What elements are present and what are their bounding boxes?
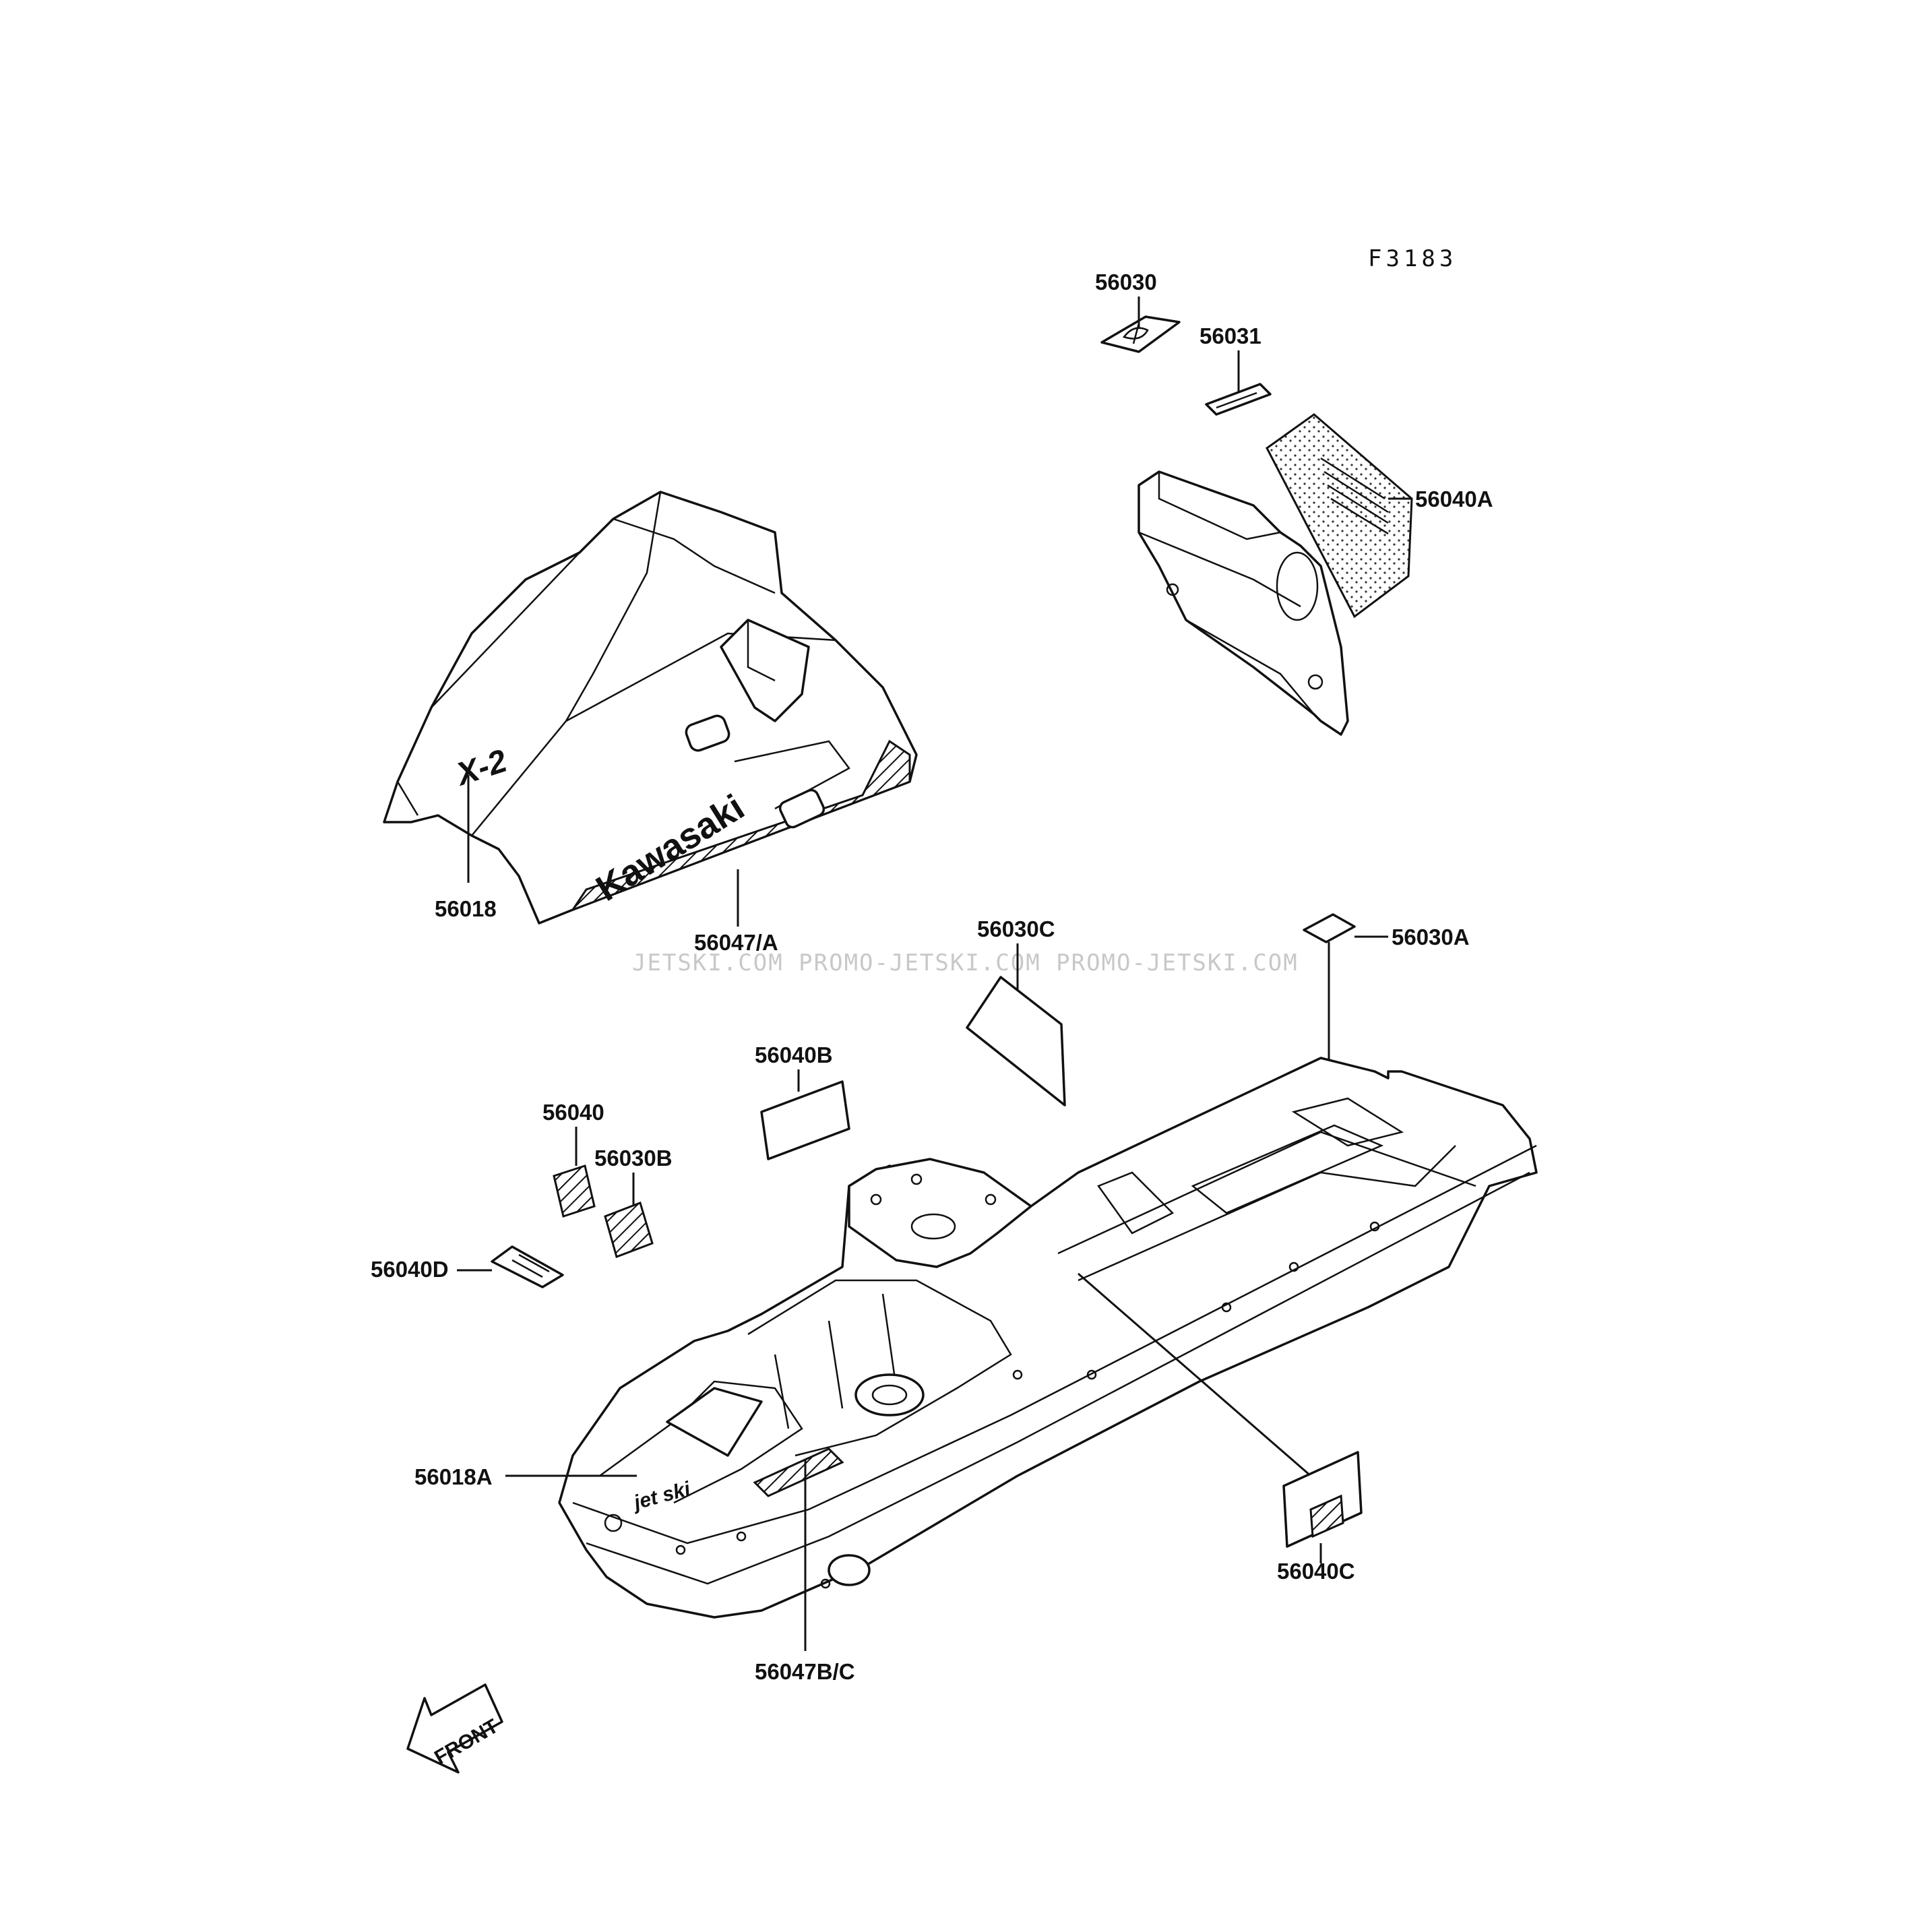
label-56030A: 56030A [1392,925,1470,949]
watermark: JETSKI.COM PROMO-JETSKI.COM PROMO-JETSKI… [632,949,1299,976]
decal-56030C [966,976,1066,1107]
figure-code: F3183 [1368,245,1457,272]
engine-cover-part [1138,470,1349,736]
label-56040D: 56040D [371,1257,449,1282]
decal-56040A [1266,413,1413,619]
label-56040A: 56040A [1415,487,1493,511]
label-56018A: 56018A [414,1464,493,1489]
decal-56040D [491,1245,564,1288]
decal-56030A [1303,913,1356,943]
label-56030B: 56030B [594,1146,673,1171]
hood-part: Kawasaki X-2 [383,491,918,925]
decal-56040 [553,1164,596,1218]
decal-56040B [760,1080,850,1160]
leader-56040C-from-hull [1078,1272,1311,1477]
label-56018: 56018 [435,896,497,921]
front-arrow-icon: FRONT [406,1683,503,1774]
label-56047BC: 56047B/C [755,1659,855,1684]
label-56040C: 56040C [1277,1559,1355,1584]
label-56040: 56040 [542,1100,604,1125]
decal-56030B [604,1202,654,1258]
label-56040B: 56040B [755,1042,833,1067]
hull-part: jet ski [558,1057,1538,1619]
label-56030: 56030 [1095,270,1157,294]
label-56031: 56031 [1199,323,1261,348]
decal-56031 [1205,383,1272,416]
label-56047A: 56047/A [694,930,778,955]
decal-56040C [1282,1451,1363,1548]
decal-56030 [1100,315,1181,353]
label-56030C: 56030C [977,916,1055,941]
